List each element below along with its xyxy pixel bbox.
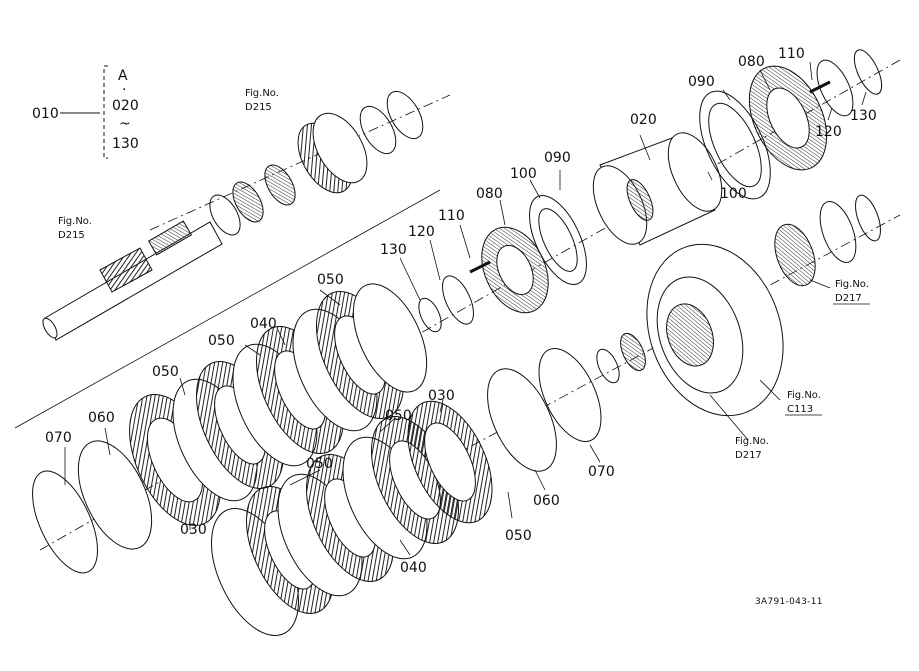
figref-c113-title: Fig.No.	[787, 390, 821, 401]
callout-130-top: 130	[850, 108, 877, 124]
figref-d215-left-title: Fig.No.	[58, 216, 92, 227]
top-right-rings	[699, 49, 883, 200]
figref-d215-top-title: Fig.No.	[245, 88, 279, 99]
callout-070-left: 070	[45, 430, 72, 446]
separator-line	[14, 189, 441, 429]
figref-d215-top-num: D215	[245, 102, 272, 113]
group-bracket	[60, 65, 108, 159]
callout-080-mid: 080	[476, 186, 503, 202]
callout-050-f: 050	[505, 528, 532, 544]
group-range-from: 020	[112, 98, 139, 114]
callout-110-mid: 110	[438, 208, 465, 224]
shaft-axis	[149, 94, 451, 231]
lower-clutch-pack	[211, 368, 557, 636]
figref-d217-bottom-title: Fig.No.	[735, 436, 769, 447]
callout-050-c: 050	[152, 364, 179, 380]
callout-030-left: 030	[180, 522, 207, 538]
clutch-drum-020	[592, 132, 723, 246]
group-tilde: ~	[119, 116, 131, 132]
callout-080-top: 080	[738, 54, 765, 70]
input-shaft	[42, 220, 223, 341]
callout-050-a: 050	[317, 272, 344, 288]
small-rings	[538, 332, 646, 443]
group-top-label: A	[118, 68, 128, 84]
upper-clutch-pack	[32, 283, 428, 574]
drawing-code: 3A791-043-11	[755, 597, 823, 607]
callout-120-mid: 120	[408, 224, 435, 240]
callout-020: 020	[630, 112, 657, 128]
callout-100-top: 100	[720, 186, 747, 202]
callout-120-top: 120	[815, 124, 842, 140]
figref-d217-right-num: D217	[835, 293, 862, 304]
figref-d217-right-title: Fig.No.	[835, 279, 869, 290]
callout-040-bottom: 040	[400, 560, 427, 576]
shaft-bearings	[209, 90, 424, 236]
callout-100-mid: 100	[510, 166, 537, 182]
callout-040-a: 040	[250, 316, 277, 332]
leader-lines	[64, 61, 867, 556]
callout-050-d: 050	[385, 408, 412, 424]
group-dot: ·	[122, 82, 126, 98]
middle-rings	[418, 195, 587, 333]
callout-030-right: 030	[428, 388, 455, 404]
callout-090-mid: 090	[544, 150, 571, 166]
callout-110-top: 110	[778, 46, 805, 62]
group-range-to: 130	[112, 136, 139, 152]
callout-070-right: 070	[588, 464, 615, 480]
group-part-number: 010	[32, 106, 59, 122]
callout-060-left: 060	[88, 410, 115, 426]
figref-c113-num: C113	[787, 404, 813, 415]
figref-d217-bottom-num: D217	[735, 450, 762, 461]
callout-130-mid: 130	[380, 242, 407, 258]
callout-050-b: 050	[208, 333, 235, 349]
callout-050-e: 050	[306, 456, 333, 472]
callout-060-right: 060	[533, 493, 560, 509]
clutch-housing	[646, 194, 881, 417]
callout-090-top: 090	[688, 74, 715, 90]
figref-d215-left-num: D215	[58, 230, 85, 241]
